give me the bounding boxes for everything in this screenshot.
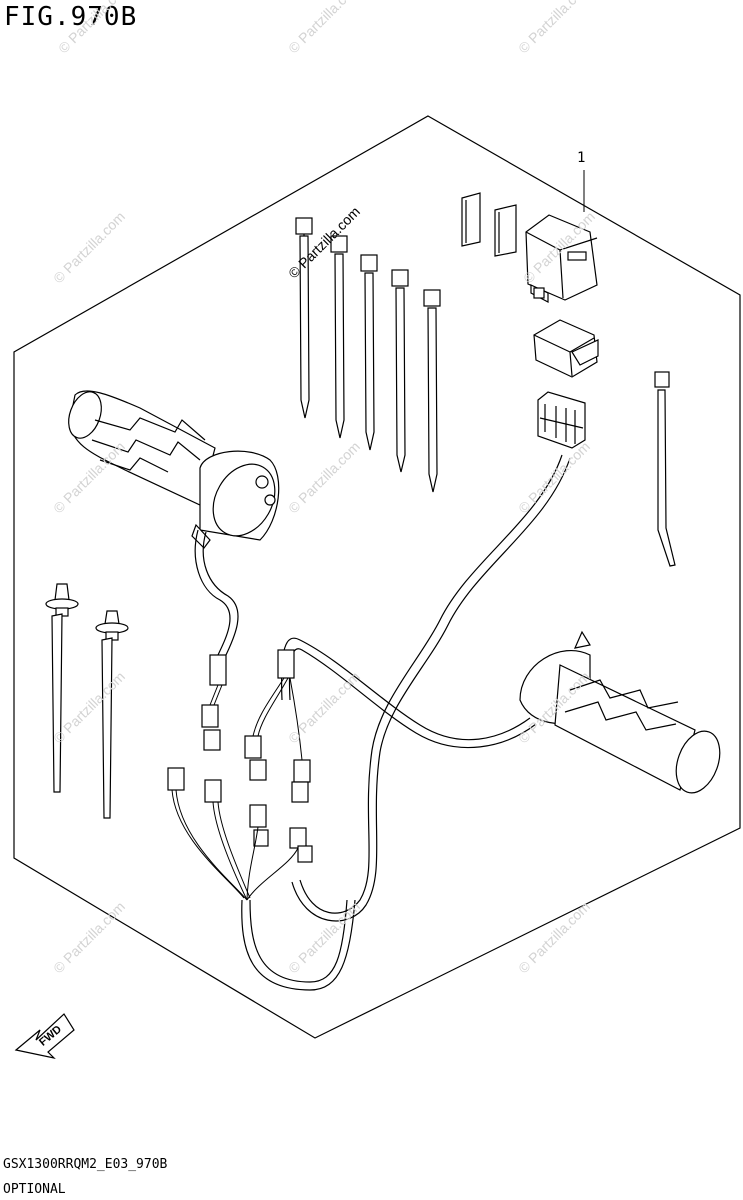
caption: OPTIONAL — [3, 1182, 66, 1197]
double-sided-tape — [461, 192, 517, 257]
fwd-arrow — [14, 1013, 75, 1060]
connector-wires — [171, 677, 303, 901]
harness-connectors — [167, 649, 313, 863]
harness-connector — [537, 391, 586, 449]
switch-unit — [525, 214, 598, 303]
connector-cover — [533, 319, 599, 378]
callout-number: 1 — [577, 150, 586, 166]
cable-ties — [295, 217, 676, 567]
figure-title: FIG.970B — [4, 2, 138, 32]
reference-code: GSX1300RRQM2_E03_970B — [3, 1157, 168, 1172]
grip-heater-right — [519, 630, 721, 794]
clamp-bolts — [45, 583, 129, 819]
assembly-outline — [13, 115, 741, 1039]
